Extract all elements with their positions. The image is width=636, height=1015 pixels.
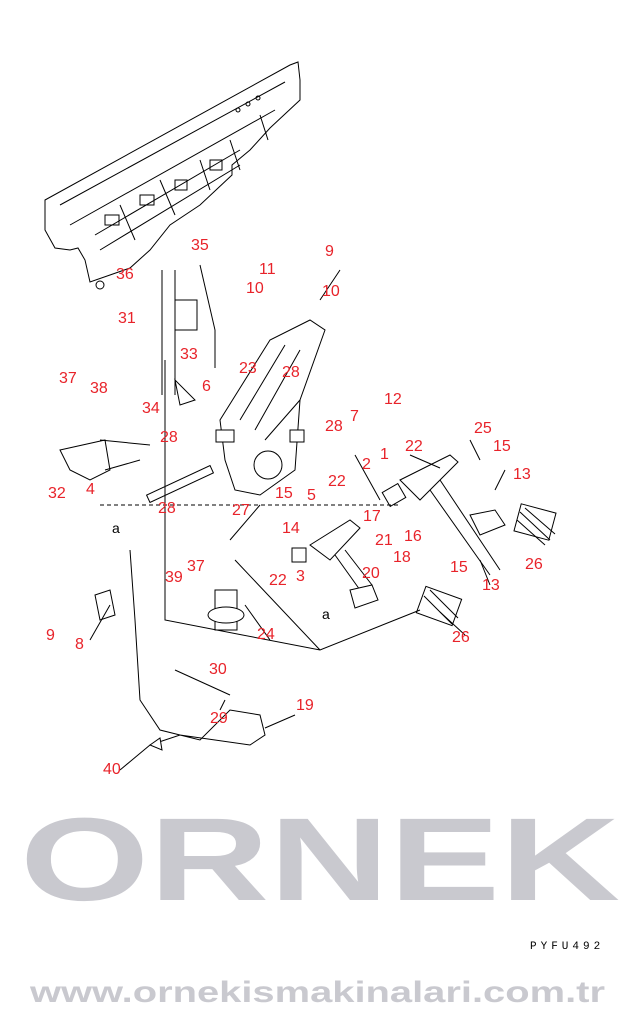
- callout: 28: [282, 364, 300, 381]
- watermark: ORNEK www.ornekismakinalari.com.tr: [20, 794, 620, 1009]
- callout: 26: [525, 556, 543, 573]
- callout: 13: [482, 577, 500, 594]
- callout: 14: [282, 520, 300, 537]
- callout: 29: [210, 710, 228, 727]
- callout: 17: [363, 508, 381, 525]
- console-frame: [44, 61, 301, 290]
- callout: 24: [257, 626, 275, 643]
- callout: 26: [452, 629, 470, 646]
- callout: 32: [48, 485, 66, 502]
- callout: 9: [325, 243, 334, 260]
- callout: 1: [380, 446, 389, 463]
- callout: 28: [160, 429, 178, 446]
- callout: 6: [202, 378, 211, 395]
- callout: 15: [275, 485, 293, 502]
- callout-labels: 35 36 9 11 10 10 31 33 23 6 28 37 38 34 …: [46, 237, 543, 778]
- callout: 39: [165, 569, 183, 586]
- callout: 3: [296, 568, 305, 585]
- callout: 15: [493, 438, 511, 455]
- callout: 11: [259, 261, 276, 278]
- callout: 8: [75, 636, 84, 653]
- watermark-url: www.ornekismakinalari.com.tr: [29, 976, 606, 1009]
- left-linkage: [59, 270, 198, 621]
- callout: 9: [46, 627, 55, 644]
- callout: 33: [180, 346, 198, 363]
- callout: 28: [325, 418, 343, 435]
- callout: 18: [393, 549, 411, 566]
- callout: 12: [384, 391, 402, 408]
- callout: 4: [86, 481, 95, 498]
- callout: 40: [103, 761, 121, 778]
- callout: 16: [404, 528, 422, 545]
- watermark-brand: ORNEK: [20, 794, 620, 926]
- callout: 37: [59, 370, 77, 387]
- callout: 31: [118, 310, 136, 327]
- drawing-code: PYFU492: [530, 941, 605, 953]
- callout: 28: [158, 500, 176, 517]
- callout: 7: [350, 408, 359, 425]
- callout: 5: [307, 487, 316, 504]
- callout: 19: [296, 697, 314, 714]
- ref-letter-a: a: [322, 606, 330, 622]
- pedal-bracket: [215, 319, 326, 496]
- callout: 10: [322, 283, 340, 300]
- callout: 21: [375, 532, 393, 549]
- callout: 2: [362, 456, 371, 473]
- callout: 38: [90, 380, 108, 397]
- callout: 36: [116, 266, 134, 283]
- callout: 20: [362, 565, 380, 582]
- callout: 30: [209, 661, 227, 678]
- callout: 23: [239, 360, 257, 377]
- callout: 25: [474, 420, 492, 437]
- pedals: [291, 454, 557, 627]
- callout: 13: [513, 466, 531, 483]
- callout: 37: [187, 558, 205, 575]
- callout: 22: [328, 473, 346, 490]
- callout: 27: [232, 502, 250, 519]
- callout: 15: [450, 559, 468, 576]
- callout: 22: [269, 572, 287, 589]
- callout: 34: [142, 400, 160, 417]
- callout: 22: [405, 438, 423, 455]
- leader-lines: [89, 264, 506, 771]
- callout: 10: [246, 280, 264, 297]
- shaft-cable: [100, 464, 400, 751]
- callout: 35: [191, 237, 209, 254]
- ref-letter-a: a: [112, 520, 120, 536]
